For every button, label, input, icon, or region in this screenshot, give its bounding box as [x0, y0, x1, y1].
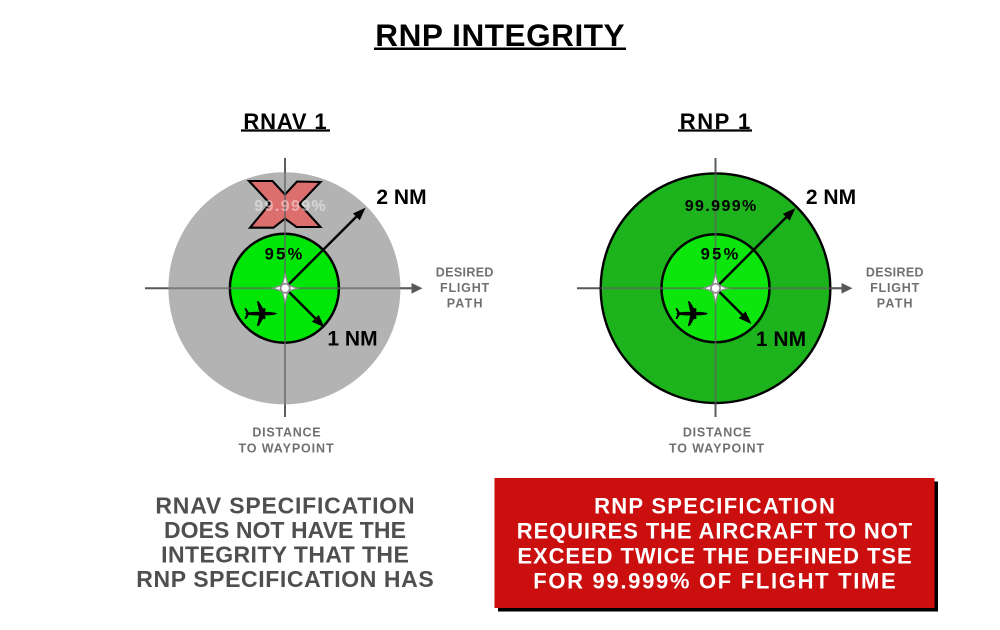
svg-text:FOR 99.999% OF FLIGHT TIME: FOR 99.999% OF FLIGHT TIME: [533, 569, 897, 594]
svg-text:99.999%: 99.999%: [254, 198, 327, 215]
svg-text:PATH: PATH: [447, 297, 484, 311]
svg-text:2 NM: 2 NM: [376, 186, 426, 209]
svg-text:RNP SPECIFICATION HAS: RNP SPECIFICATION HAS: [136, 566, 434, 592]
svg-text:99.999%: 99.999%: [685, 198, 758, 215]
svg-text:DESIRED: DESIRED: [436, 266, 494, 280]
svg-text:DESIRED: DESIRED: [866, 266, 924, 280]
svg-text:2 NM: 2 NM: [806, 186, 856, 209]
svg-text:FLIGHT: FLIGHT: [440, 281, 490, 295]
svg-text:DISTANCE: DISTANCE: [252, 426, 321, 440]
svg-text:TO WAYPOINT: TO WAYPOINT: [238, 442, 334, 456]
svg-text:FLIGHT: FLIGHT: [870, 281, 920, 295]
svg-text:95%: 95%: [701, 246, 741, 264]
svg-text:REQUIRES THE AIRCRAFT TO NOT: REQUIRES THE AIRCRAFT TO NOT: [517, 519, 913, 544]
svg-text:95%: 95%: [265, 246, 305, 264]
svg-text:TO WAYPOINT: TO WAYPOINT: [669, 442, 765, 456]
svg-text:DOES NOT HAVE THE: DOES NOT HAVE THE: [164, 517, 406, 543]
svg-text:RNAV SPECIFICATION: RNAV SPECIFICATION: [155, 493, 415, 519]
svg-text:DISTANCE: DISTANCE: [683, 426, 752, 440]
svg-text:INTEGRITY THAT THE: INTEGRITY THAT THE: [161, 542, 409, 568]
svg-text:RNP SPECIFICATION: RNP SPECIFICATION: [594, 494, 836, 519]
svg-text:PATH: PATH: [877, 297, 914, 311]
svg-text:EXCEED TWICE THE DEFINED TSE: EXCEED TWICE THE DEFINED TSE: [517, 544, 912, 569]
svg-text:RNP INTEGRITY: RNP INTEGRITY: [375, 17, 625, 53]
svg-text:1 NM: 1 NM: [327, 328, 377, 351]
svg-text:1 NM: 1 NM: [756, 328, 806, 351]
